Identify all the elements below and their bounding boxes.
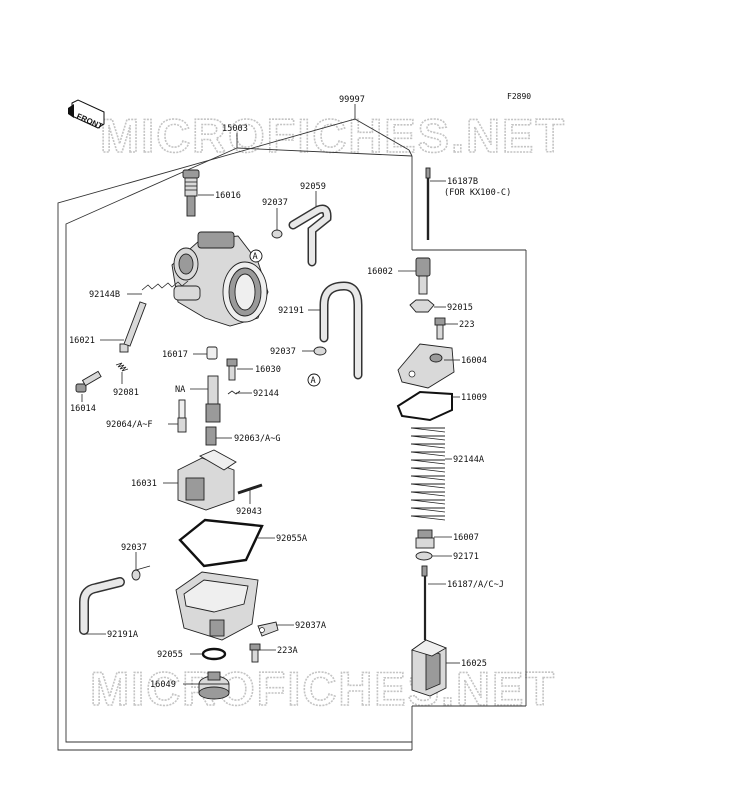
label-16014: 16014 bbox=[70, 404, 96, 414]
diagram-ref-code: F2890 bbox=[507, 92, 531, 101]
watermark-bottom: MICROFICHES.NET bbox=[90, 662, 556, 715]
part-92063-jet bbox=[205, 426, 217, 446]
part-16002-adjuster bbox=[415, 257, 431, 295]
label-92055: 92055 bbox=[157, 650, 183, 660]
part-92144A-spring bbox=[410, 427, 446, 521]
label-92064: 92064/A~F bbox=[106, 420, 153, 430]
label-NA: NA bbox=[175, 385, 186, 395]
label-15003: 15003 bbox=[222, 124, 248, 134]
label-92063: 92063/A~G bbox=[234, 434, 281, 444]
part-16187-needle bbox=[421, 565, 428, 640]
label-16016: 16016 bbox=[215, 191, 241, 201]
part-number-labels: 99997 15003 16016 92037 92059 16187B (FO… bbox=[69, 95, 511, 690]
label-92081: 92081 bbox=[113, 388, 139, 398]
part-92055-oring bbox=[201, 647, 227, 661]
assembly-frames bbox=[57, 116, 527, 751]
label-16017: 16017 bbox=[162, 350, 188, 360]
label-92037-mid: 92037 bbox=[270, 347, 296, 357]
label-92043: 92043 bbox=[236, 507, 262, 517]
part-16014-screw bbox=[75, 370, 102, 393]
part-92064-main-jet bbox=[177, 399, 187, 433]
label-92191A: 92191A bbox=[107, 630, 139, 640]
label-92191: 92191 bbox=[278, 306, 304, 316]
label-92037-top: 92037 bbox=[262, 198, 288, 208]
part-92171-clip bbox=[415, 551, 433, 561]
front-arrow-icon: FRONT bbox=[68, 99, 105, 131]
label-16187: 16187/A/C~J bbox=[447, 580, 504, 590]
label-92059: 92059 bbox=[300, 182, 326, 192]
label-92037-low: 92037 bbox=[121, 543, 147, 553]
part-16025-throttle-valve bbox=[410, 639, 448, 697]
part-11009-gasket bbox=[396, 390, 453, 422]
label-223A: 223A bbox=[277, 646, 299, 656]
label-92171: 92171 bbox=[453, 552, 479, 562]
part-float-bowl bbox=[175, 571, 259, 641]
label-92144A: 92144A bbox=[453, 455, 485, 465]
part-92191-tube bbox=[319, 281, 363, 380]
part-223-bolt bbox=[434, 317, 446, 340]
callout-a-mid bbox=[307, 373, 321, 387]
part-92037-washer-low bbox=[131, 569, 141, 581]
label-16031: 16031 bbox=[131, 479, 157, 489]
watermark-top: MICROFICHES.NET bbox=[100, 109, 566, 162]
label-223: 223 bbox=[459, 320, 475, 330]
label-92144B: 92144B bbox=[89, 290, 120, 300]
part-16016-screw bbox=[182, 169, 200, 217]
label-92055A: 92055A bbox=[276, 534, 308, 544]
label-16187B-note: (FOR KX100-C) bbox=[444, 188, 511, 198]
part-92144B-spring bbox=[141, 280, 189, 291]
callout-a-top-text: A bbox=[253, 252, 259, 262]
label-16021: 16021 bbox=[69, 336, 95, 346]
label-99997: 99997 bbox=[339, 95, 365, 105]
part-16017-jet bbox=[206, 346, 218, 360]
part-16004-cap bbox=[397, 343, 455, 389]
label-16030: 16030 bbox=[255, 365, 281, 375]
part-16030-jet bbox=[226, 358, 238, 381]
label-16002: 16002 bbox=[367, 267, 393, 277]
part-16021-screw bbox=[119, 301, 147, 353]
label-92037A: 92037A bbox=[295, 621, 327, 631]
label-16187B: 16187B bbox=[447, 177, 478, 187]
callout-a-top bbox=[249, 249, 263, 263]
label-92144: 92144 bbox=[253, 389, 279, 399]
callout-a-mid-text: A bbox=[311, 376, 317, 386]
label-16049: 16049 bbox=[150, 680, 176, 690]
part-16049-plug bbox=[198, 671, 230, 700]
label-92015: 92015 bbox=[447, 303, 473, 313]
part-92037-washer-mid bbox=[313, 346, 327, 356]
label-16025: 16025 bbox=[461, 659, 487, 669]
label-16004: 16004 bbox=[461, 356, 487, 366]
part-92055A-gasket bbox=[178, 518, 264, 568]
part-92144-spring bbox=[227, 390, 241, 395]
part-92015-nut bbox=[409, 299, 435, 313]
part-needle-jet bbox=[205, 375, 221, 423]
part-16007-retainer bbox=[415, 529, 435, 549]
part-92037-washer bbox=[271, 229, 283, 239]
label-16007: 16007 bbox=[453, 533, 479, 543]
label-11009: 11009 bbox=[461, 393, 487, 403]
part-carburetor-body bbox=[171, 231, 269, 327]
part-16031-float bbox=[177, 449, 237, 511]
part-92081-spring bbox=[115, 362, 129, 372]
leader-lines bbox=[81, 104, 460, 685]
part-16187B-needle bbox=[425, 167, 431, 240]
part-223A-screw bbox=[249, 643, 261, 663]
